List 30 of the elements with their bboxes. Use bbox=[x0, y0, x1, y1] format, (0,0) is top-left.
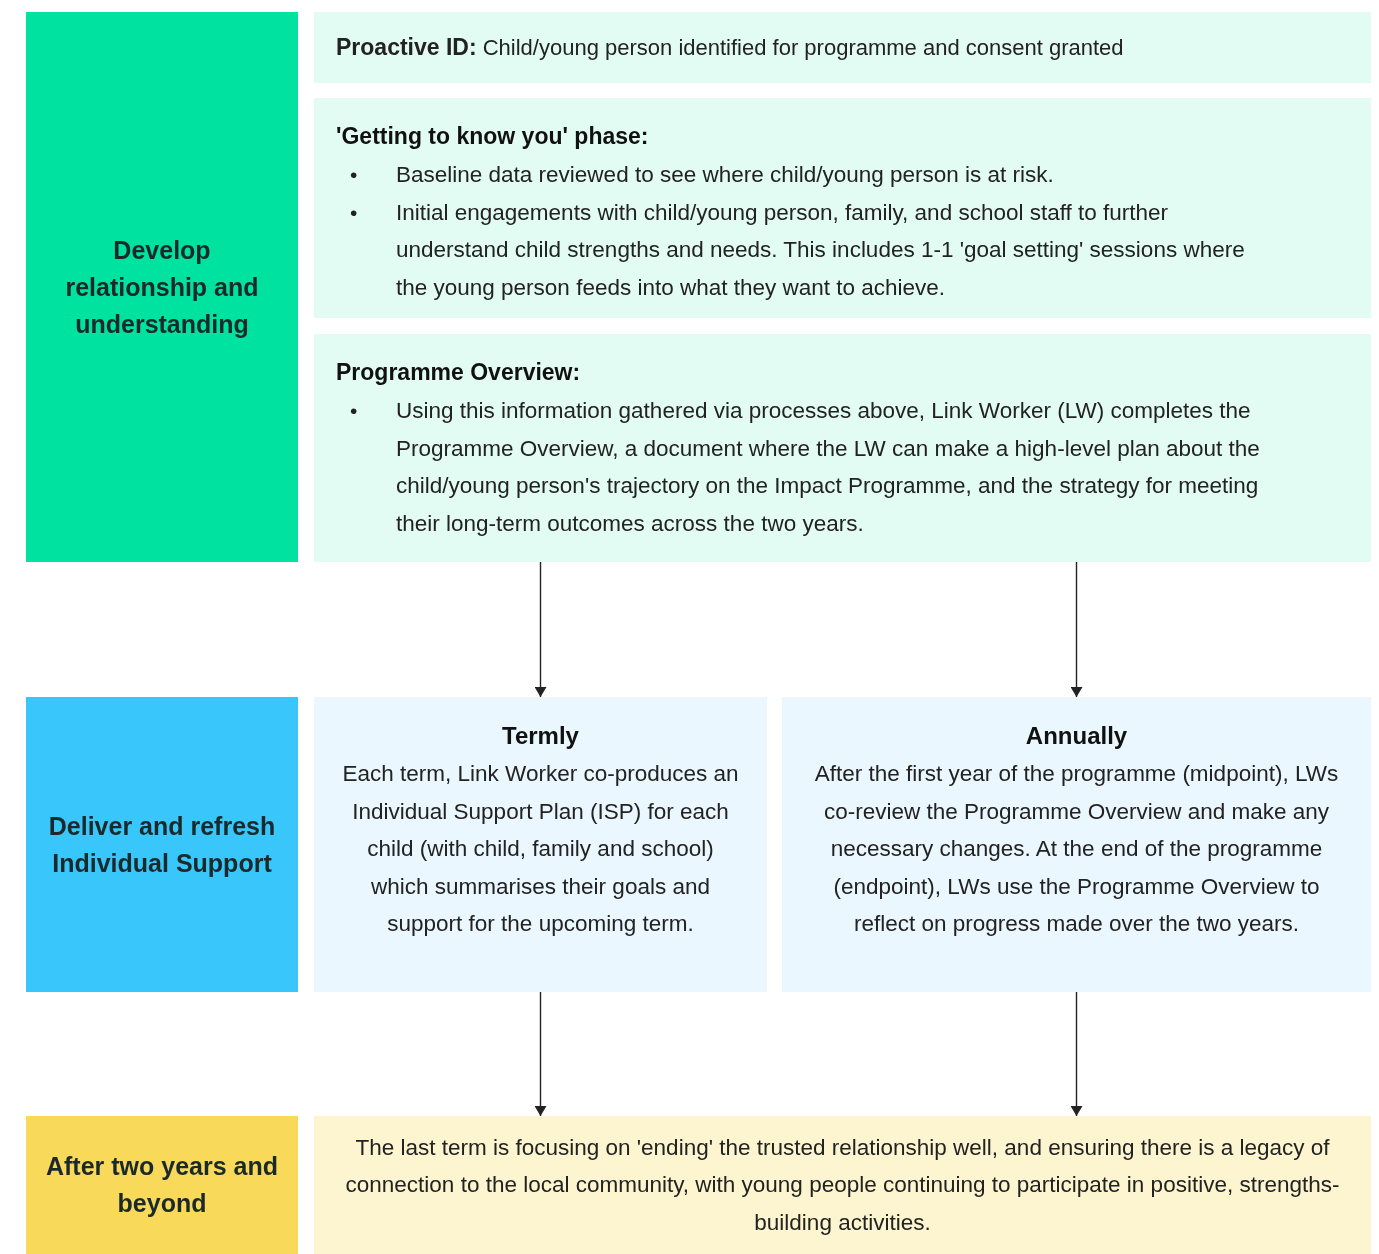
stage-label-box bbox=[26, 12, 298, 562]
arrow bbox=[1070, 991, 1083, 1117]
step-box bbox=[314, 12, 1371, 83]
step-box bbox=[314, 697, 767, 992]
step-heading: Annually bbox=[1025, 721, 1128, 751]
bullet-text: Initial engagements with child/young person, family, and school staff to further understand child strengths and needs. This includes 1-1 'goal setting' sessions where the young person feeds into what they want to achieve. bbox=[396, 198, 1246, 302]
step-text: Each term, Link Worker co-produces an Individual Support Plan (ISP) for each child (with child, family and school) which summarises their goals and support for the upcoming term. bbox=[341, 760, 740, 938]
bullet-mark: • bbox=[350, 162, 359, 188]
arrow bbox=[534, 561, 547, 698]
step-heading: Termly bbox=[502, 721, 579, 751]
step-text: Proactive ID: Child/young person identified for programme and consent granted bbox=[336, 33, 1124, 62]
stage-label: Deliver and refresh Individual Support bbox=[47, 810, 277, 879]
step-heading: 'Getting to know you' phase: bbox=[336, 122, 650, 151]
stage-label-box bbox=[26, 1116, 298, 1254]
bullet-mark: • bbox=[350, 199, 359, 226]
step-box bbox=[782, 697, 1371, 992]
step-box bbox=[314, 334, 1371, 562]
bullet-text: Using this information gathered via processes above, Link Worker (LW) completes the Programme Overview, a document where the LW can make a high-level plan about the child/young person's trajectory on the Impact Programme, and the strategy for meeting their long-term outcomes across the two years. bbox=[396, 397, 1261, 538]
stage-label: Develop relationship and understanding bbox=[64, 234, 260, 340]
stage-label-box bbox=[26, 697, 298, 992]
arrow bbox=[534, 991, 547, 1117]
step-text: After the first year of the programme (midpoint), LWs co-review the Programme Overview and make any necessary changes. At the end of the programme (endpoint), LWs use the Programme Overview to reflect on progress made over the two years. bbox=[813, 760, 1340, 938]
step-box bbox=[314, 1116, 1371, 1254]
bullet-mark: • bbox=[350, 398, 359, 424]
bullet-text: Baseline data reviewed to see where child/young person is at risk. bbox=[396, 161, 1054, 189]
arrow bbox=[1070, 561, 1083, 698]
stage-label: After two years and beyond bbox=[45, 1151, 279, 1219]
step-box bbox=[314, 98, 1371, 318]
step-text: The last term is focusing on 'ending' the trusted relationship well, and ensuring there is a legacy of connection to the local community, with young people continuing to participate in positive, strengths-building activities. bbox=[344, 1133, 1341, 1237]
step-heading: Programme Overview: bbox=[336, 358, 582, 387]
